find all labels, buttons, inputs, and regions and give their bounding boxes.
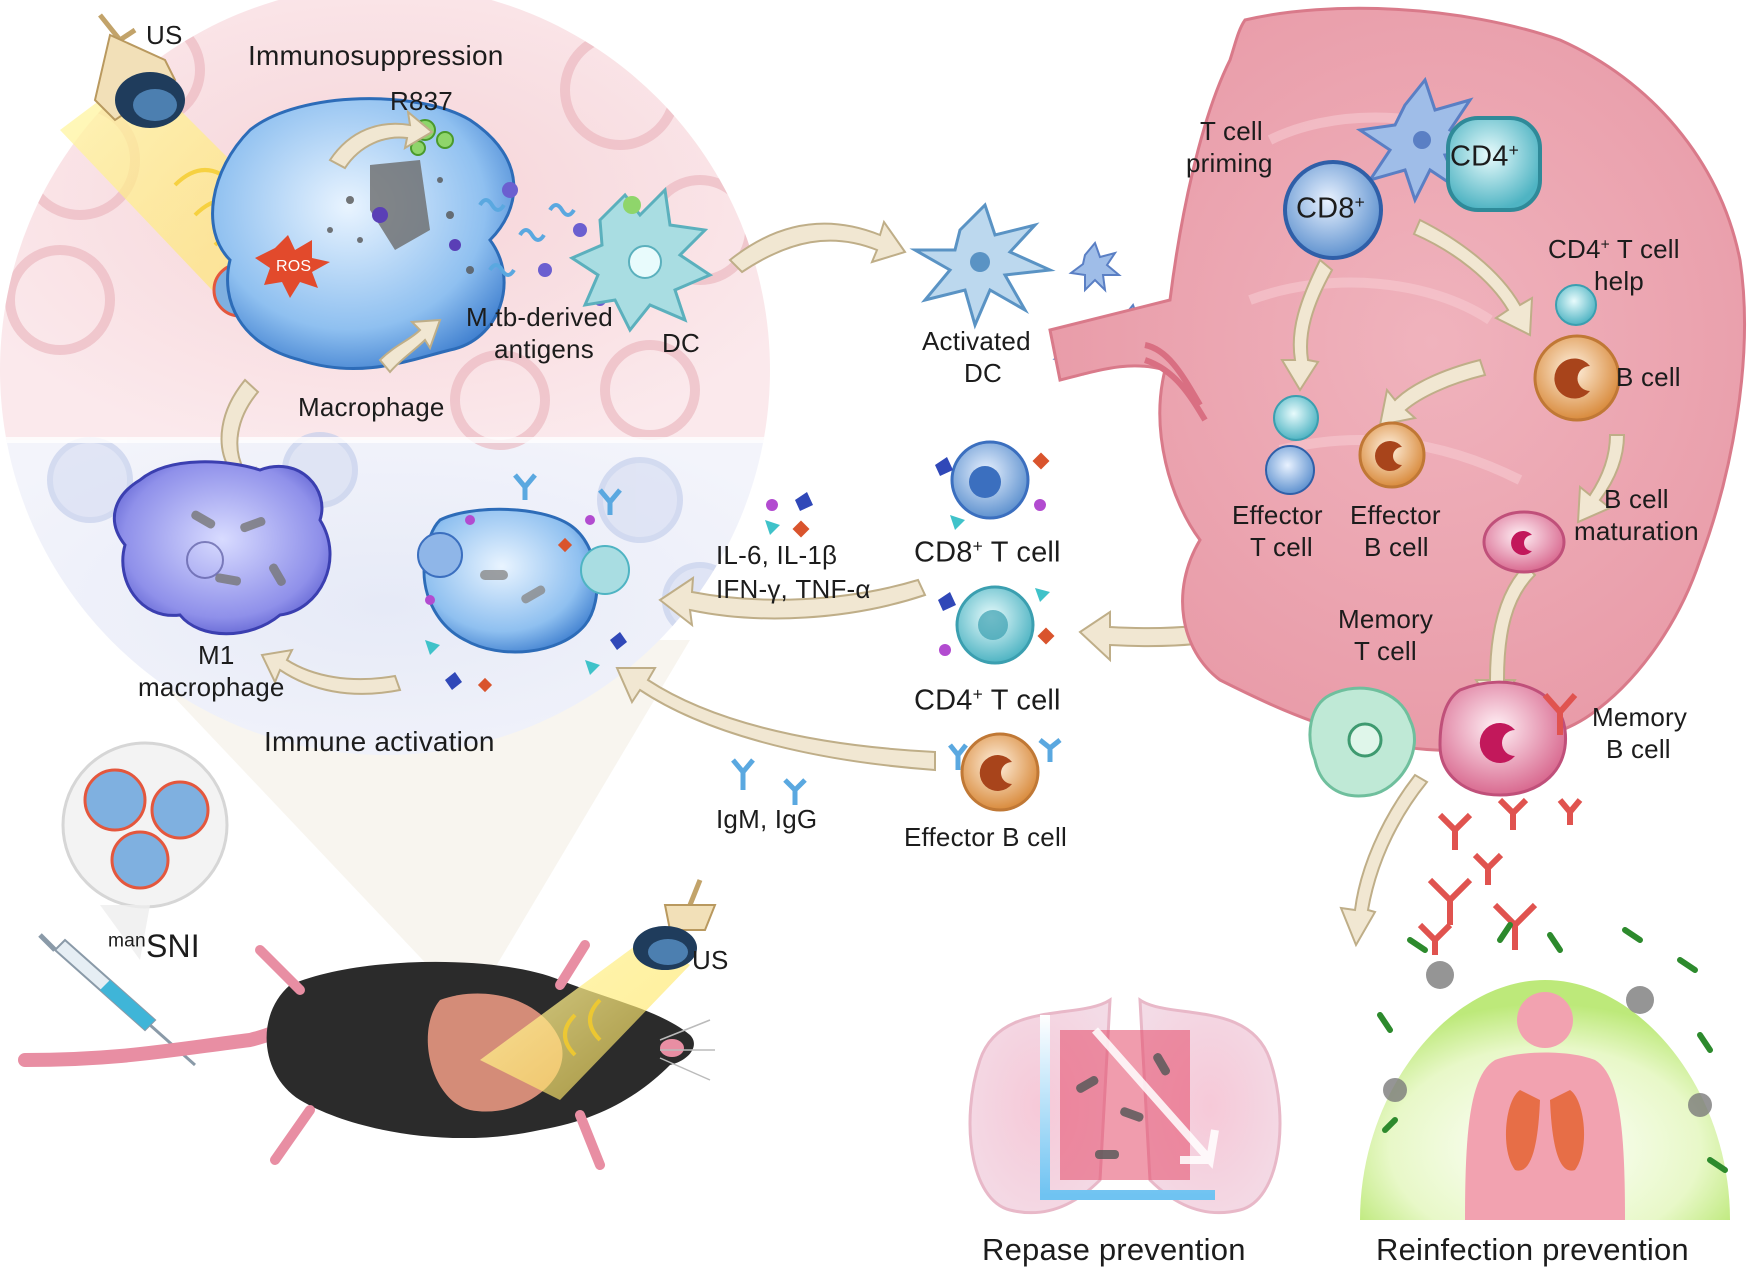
cd8-t-cell-icon [935,440,1050,530]
macrophage-cell [211,97,516,371]
reinfection-prevention-label: Reinfection prevention [1376,1232,1689,1267]
cd4-t-cell-label-suffix: T cell [982,684,1061,717]
lymph-b-cell-icon [1533,334,1621,422]
cd8-t-cell-label-suffix: T cell [982,536,1061,569]
sni-text: SNI [145,928,200,964]
lymph-cd8-plus: + [1354,192,1365,212]
sni-superscript: man [108,930,146,952]
cd4-t-cell-label-text: CD4 [914,684,973,717]
effector-b-label-line1: Effector [1350,500,1441,530]
antigens-label-line1: M.tb-derived [466,302,613,332]
effector-b-cell-icon [948,732,1062,812]
effector-b-cell-center-label: Effector B cell [904,822,1067,852]
cd4-t-cell-label: CD4+ T cell [914,684,1061,718]
m1-label-line2: macrophage [138,672,285,702]
lymph-cd8-cell-icon [1283,160,1383,260]
antigen-fragments [478,182,606,306]
antibodies-label: IgM, IgG [716,804,818,834]
lymph-node-dc [1355,76,1490,204]
cytokine-symbols-icon [765,492,813,538]
memory-b-cell-icon [1438,680,1578,797]
cd4-t-cell-icon [938,585,1055,665]
cd8-t-cell-label-text: CD8 [914,536,973,569]
ultrasound-probe-mouse-icon [480,879,717,1100]
sni-label: manSNI [108,928,200,965]
cytokines-label-line2: IFN-γ, TNF-α [716,574,871,604]
cd8-t-cell-label: CD8+ T cell [914,536,1061,570]
b-cell-label: B cell [1616,362,1681,392]
dc-label: DC [662,328,700,358]
antibody-symbols-icon [731,758,807,805]
activated-macrophage-cell [417,473,630,693]
memory-t-cell-icon [1308,686,1416,798]
b-maturation-label-line2: maturation [1574,516,1699,546]
us-label-top: US [146,20,183,50]
dendritic-cell [568,186,714,333]
ros-burst-icon [255,235,330,298]
activated-dc-label-line1: Activated [922,326,1031,356]
lymph-cd4-plus: + [1508,140,1519,160]
activated-dc-label-line2: DC [964,358,1002,388]
m1-macrophage-cell [112,460,332,636]
t-cell-priming-label-line1: T cell [1200,116,1263,146]
syringe-icon [38,933,196,1067]
cd4-help-tcell: T cell [1616,234,1680,264]
memory-t-label-line2: T cell [1354,636,1417,666]
lymph-cd4-cell-icon [1446,116,1542,212]
antibody-cloud-icon [1417,797,1583,955]
memory-b-label-line2: B cell [1606,734,1671,764]
lymph-maturing-b-cell-icon [1482,510,1566,574]
cd4-help-cd4: CD4 [1548,234,1601,264]
cd4-plus: + [972,684,983,704]
cytokines-label-line1: IL-6, IL-1β [716,540,838,570]
lymph-cd4-label: CD4+ [1450,140,1519,174]
lymph-node-arrows [1280,218,1626,948]
lymph-small-t-cell-icon [1555,284,1597,326]
relapse-prevention-label: Repase prevention [982,1232,1246,1267]
lymph-effector-t-cells-icon [1265,395,1319,495]
effector-t-label-line1: Effector [1232,500,1323,530]
lymph-cd4-label-text: CD4 [1450,140,1509,173]
cd8-plus: + [972,536,983,556]
cd4-help-plus: + [1600,236,1610,254]
effector-b-label-line2: B cell [1364,532,1429,562]
lungs-relapse-illustration [968,997,1282,1215]
lymph-cd8-label-text: CD8 [1296,192,1355,225]
ros-label: ROS [276,258,312,275]
sni-nanoparticle-inset [61,741,229,960]
immune-activation-label: Immune activation [264,726,495,757]
macrophage-label: Macrophage [298,392,445,422]
human-reinfection-illustration [1360,922,1730,1220]
lymph-effector-b-cell-icon [1358,421,1426,489]
m1-label-line1: M1 [198,640,235,670]
cd4-help-label-line2: help [1594,266,1644,296]
antigens-label-line2: antigens [494,334,594,364]
b-maturation-label-line1: B cell [1604,484,1669,514]
cd4-help-label-line1: CD4+ T cell [1548,234,1680,264]
memory-t-label-line1: Memory [1338,604,1434,634]
effector-t-label-line2: T cell [1250,532,1313,562]
t-cell-priming-label-line2: priming [1186,148,1273,178]
r837-label: R837 [390,86,453,116]
memory-b-label-line1: Memory [1592,702,1688,732]
lymph-cd8-label: CD8+ [1296,192,1365,226]
us-label-mouse: US [692,945,729,975]
lymph-node [1048,6,1746,752]
immunosuppression-label: Immunosuppression [248,40,504,71]
